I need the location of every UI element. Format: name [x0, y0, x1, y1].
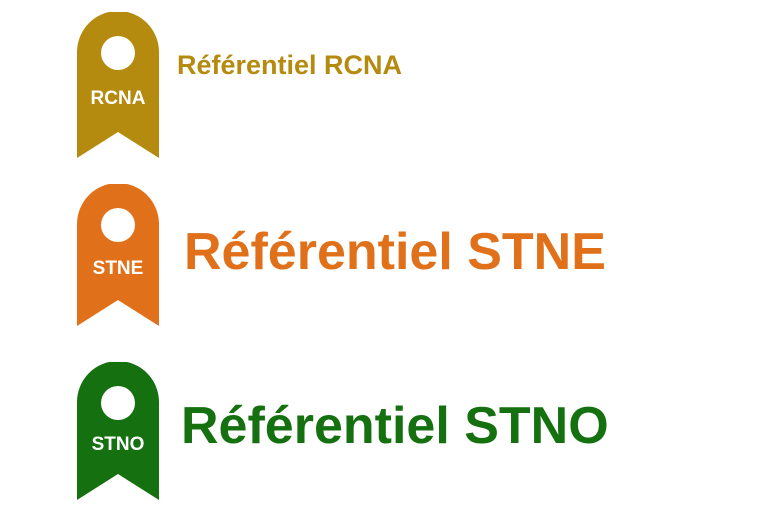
- ribbon-hole: [101, 208, 135, 242]
- referentiel-title[interactable]: Référentiel RCNA: [177, 50, 403, 80]
- referentiel-stne-item[interactable]: STNE Référentiel STNE: [0, 184, 768, 326]
- ribbon-shape: [77, 362, 159, 500]
- ribbon-shape: [77, 12, 159, 158]
- badge-label: STNO: [91, 434, 145, 455]
- ribbon-bookmark-icon: STNE: [77, 184, 159, 326]
- ribbon-bookmark-icon: STNO: [77, 362, 159, 500]
- badge-label: STNE: [92, 258, 144, 279]
- ribbon-hole: [101, 36, 135, 70]
- ribbon-bookmark-icon: RCNA: [77, 12, 159, 158]
- badge-label: RCNA: [90, 88, 146, 109]
- referentiel-title[interactable]: Référentiel STNO: [181, 397, 609, 455]
- referentiel-rcna-item[interactable]: RCNA Référentiel RCNA: [0, 12, 768, 160]
- referentiel-stno-item[interactable]: STNO Référentiel STNO: [0, 362, 768, 502]
- referentiel-title[interactable]: Référentiel STNE: [184, 223, 606, 281]
- ribbon-hole: [101, 386, 135, 420]
- ribbon-shape: [77, 184, 159, 326]
